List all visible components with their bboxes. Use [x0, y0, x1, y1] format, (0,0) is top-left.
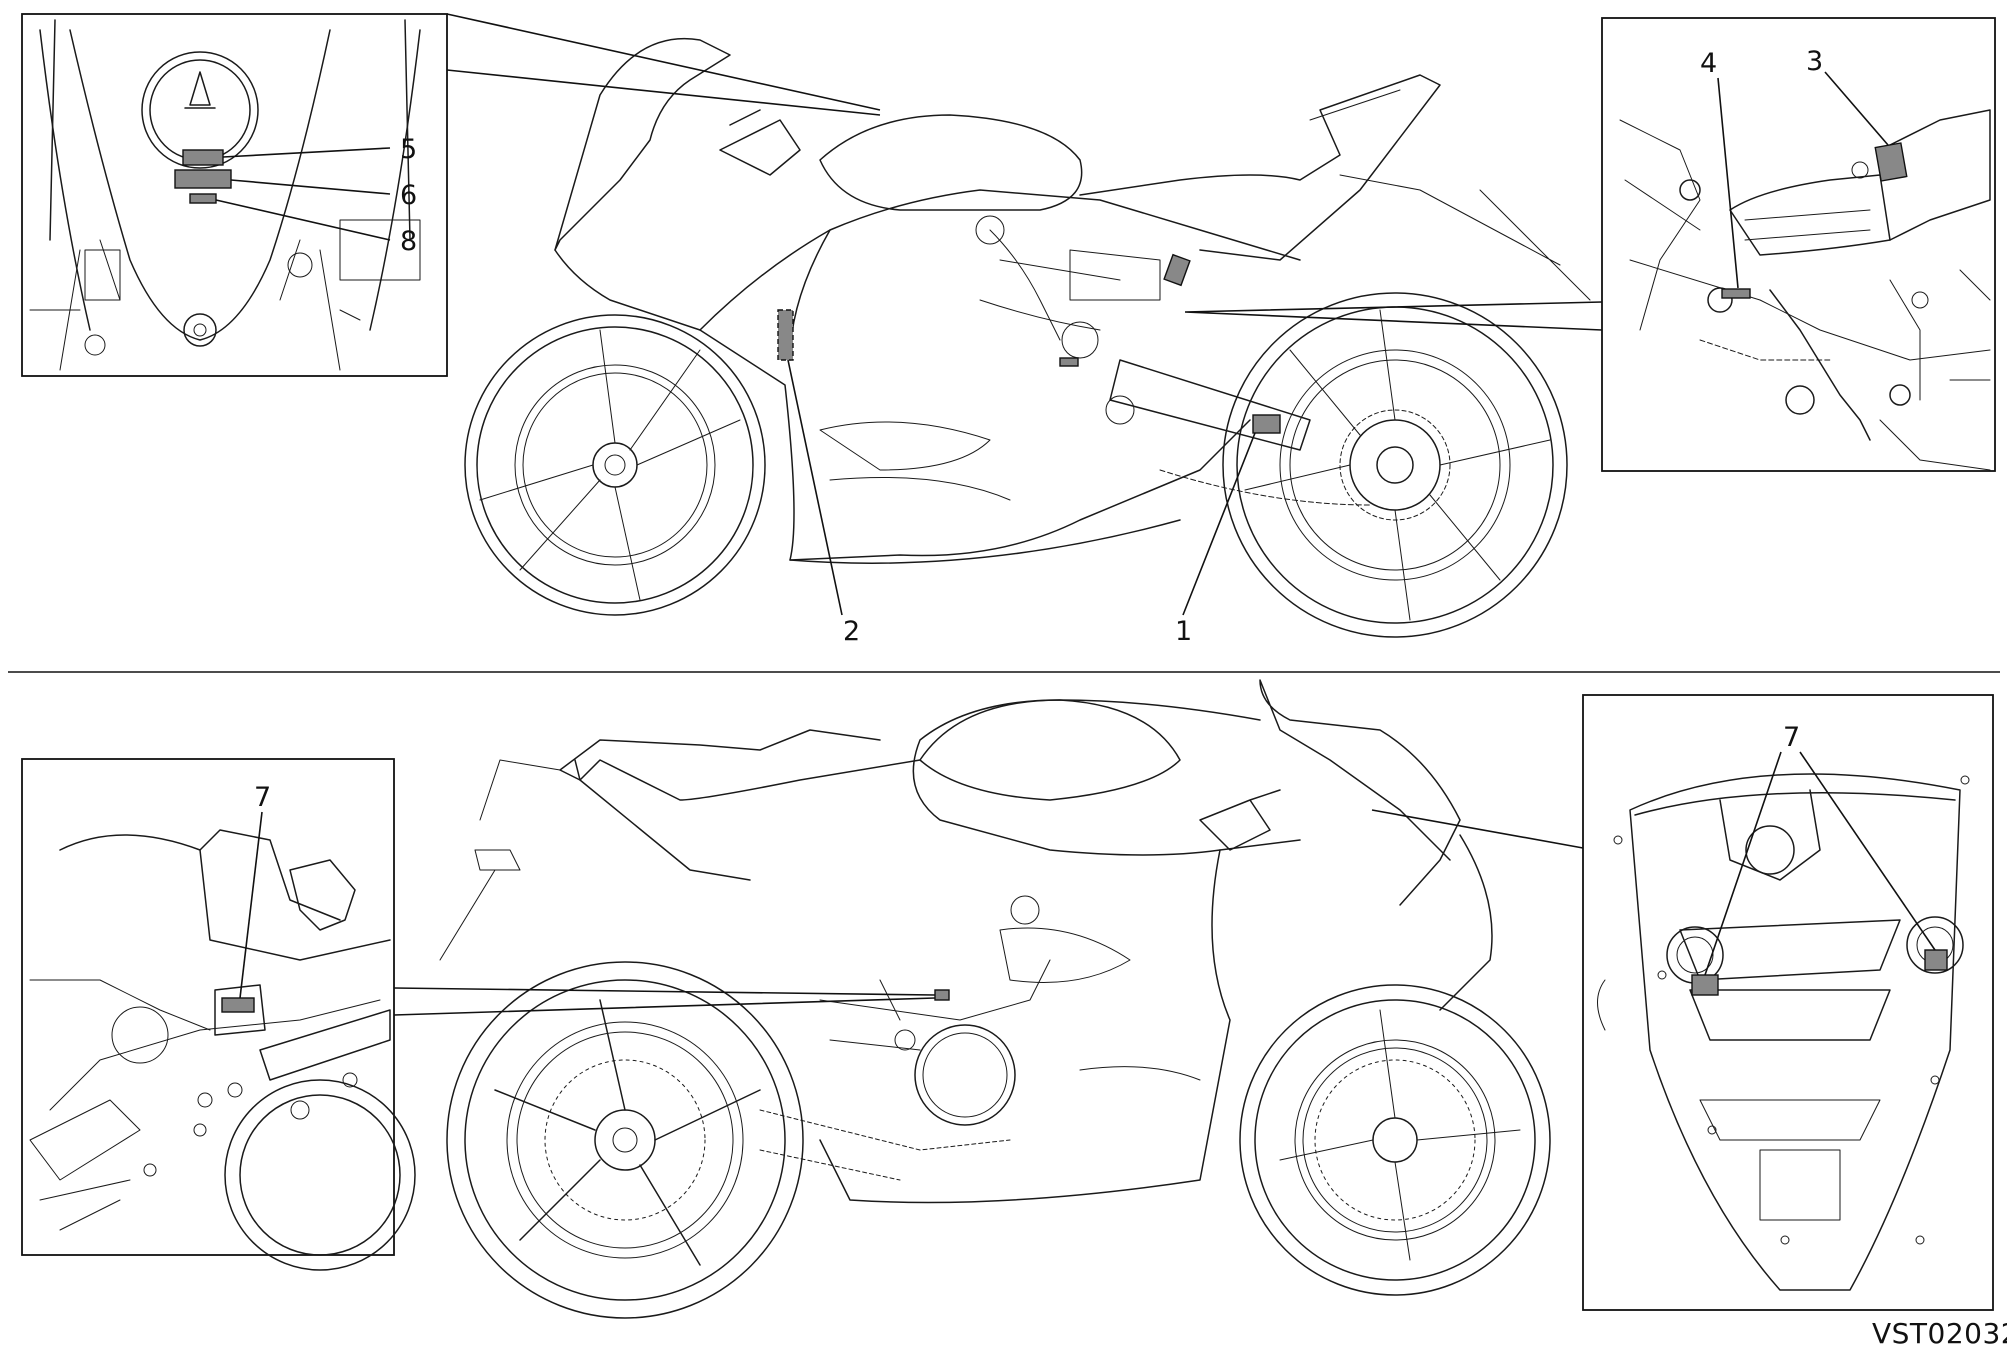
inset-label-3: [1874, 142, 1908, 182]
top-label-3: [1163, 253, 1191, 287]
drawing-code: VST02032: [1872, 1317, 2007, 1350]
top-label-2: [777, 309, 794, 361]
inset-label-7-right-a: [1691, 974, 1719, 996]
callout-6: 6: [400, 180, 417, 211]
top-label-4: [1059, 357, 1079, 367]
inset-label-4: [1721, 288, 1751, 299]
inset-label-7-left: [221, 997, 255, 1013]
top-leader-lines: [215, 71, 1889, 616]
top-label-1: [1252, 414, 1281, 434]
callout-1: 1: [1175, 616, 1192, 647]
callout-8: 8: [400, 226, 417, 257]
bottom-front-wheel: [1239, 984, 1551, 1296]
inset-label-5: [182, 149, 224, 166]
top-front-wheel: [464, 314, 766, 616]
inset-fairing-interior: [1582, 694, 1994, 1311]
top-fuel-tank: [819, 114, 1083, 211]
inset-tank-view: [21, 13, 448, 377]
inset-frame-detail: [21, 758, 416, 1271]
callout-5: 5: [400, 134, 417, 165]
inset-side-detail: [1601, 17, 1996, 472]
callout-7-right: 7: [1783, 722, 1800, 753]
bottom-motorcycle-left-view: [439, 679, 1551, 1319]
callout-3: 3: [1806, 46, 1823, 77]
bottom-leader-lines: [239, 751, 1936, 999]
inset-label-6: [174, 169, 232, 189]
callout-2: 2: [843, 616, 860, 647]
top-seat-tail: [1079, 74, 1441, 261]
bottom-fairing: [1259, 679, 1461, 906]
callout-4: 4: [1700, 48, 1717, 79]
inset-label-8: [189, 193, 217, 204]
bottom-label-7: [934, 989, 950, 1001]
bottom-rear-wheel: [446, 961, 804, 1319]
top-fairing: [554, 38, 731, 251]
bottom-fuel-tank: [919, 699, 1181, 801]
top-rear-wheel: [1222, 292, 1568, 638]
callout-7-left: 7: [254, 782, 271, 813]
bottom-seat-tail: [559, 729, 921, 801]
top-motorcycle-right-view: [464, 38, 1591, 638]
inset-label-7-right-b: [1924, 949, 1948, 971]
